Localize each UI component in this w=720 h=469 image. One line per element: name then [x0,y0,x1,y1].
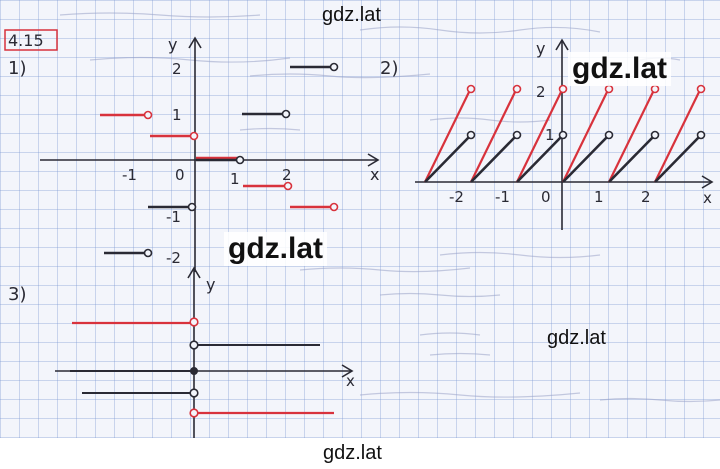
graph-2-red-hole-a [466,84,476,94]
graph-1-x-label: x [370,165,379,184]
graph-2-black-hole-e [650,130,660,140]
graph-1-black-hole-c [235,155,245,165]
graph-3-y-arrow [187,266,201,279]
graph-2-black-line-b [470,135,517,183]
graph-2-black-line-a [424,135,471,183]
graph-3-x-label: x [346,372,355,390]
graph-2-black-line-d [562,135,609,183]
graph-2-tick-x-neg1: -1 [495,188,510,206]
handwritten-graphs: 4.15 1) x y 0 -1 1 2 2 1 -1 -2 [4,29,714,438]
graph-2-tick-x-2: 2 [641,188,651,206]
graph-2-black-hole-d [604,130,614,140]
graph-3-red-hole-b [189,408,199,418]
graph-2-black-hole-f [696,130,706,140]
graph-1-tick-y-2: 2 [172,60,182,78]
graph-2-black-line-c [516,135,563,183]
graph-2-black-hole-c [558,130,568,140]
graph-1-red-hole-d [283,181,293,191]
graph-1-tick-x-2: 2 [282,166,292,184]
graph-1-tick-y-neg2: -2 [166,249,181,267]
graph-3-black-dot [190,367,198,375]
watermark-right: gdz.lat [547,327,606,349]
graph-3-x-arrow [341,364,354,378]
watermark-graph-2: gdz.lat [568,52,671,86]
graph-1-red-hole-e [329,202,339,212]
graph-2-origin: 0 [541,188,551,206]
graph-1-tick-y-neg1: -1 [166,208,181,226]
graph-2-black-line-e [608,135,655,183]
graph-2-red-hole-b [512,84,522,94]
task-number: 4.15 [8,31,44,50]
watermark-center: gdz.lat [224,232,327,266]
graph-2-y-label: y [536,39,545,58]
graph-1-y-label: y [168,35,177,54]
graph-3-red-hole-a [189,317,199,327]
graph-1-x-arrow [367,153,380,167]
graph-2-red-hole-d [604,84,614,94]
graph-2-red-hole-e [650,84,660,94]
graph-2-black-hole-a [466,130,476,140]
watermark-top: gdz.lat [322,4,381,26]
graph-1: 1) x y 0 -1 1 2 2 1 -1 -2 [8,35,380,272]
graph-1-tick-x-neg1: -1 [122,166,137,184]
graph-2-red-line-e [608,89,655,183]
graph-1-label: 1) [8,58,26,79]
graph-2-tick-y-2: 2 [536,83,546,101]
graph-2-red-hole-c [558,84,568,94]
graph-2-tick-x-neg2: -2 [449,188,464,206]
graph-2-tick-y-1: 1 [545,126,555,144]
graph-2-x-arrow [701,175,714,189]
graph-1-black-hole-a [329,62,339,72]
graph-1-black-hole-e [143,248,153,258]
graph-1-red-hole-b [189,131,199,141]
graph-2-tick-x-1: 1 [594,188,604,206]
graph-1-red-hole-a [143,110,153,120]
graph-3-black-hole-a [189,340,199,350]
graph-3-y-label: y [206,275,215,294]
graph-1-black-hole-b [281,109,291,119]
watermark-bottom: gdz.lat [323,442,382,464]
graph-2: 2) x y 0 -2 -1 1 2 2 1 [380,38,714,230]
graph-3-black-hole-c [189,388,199,398]
graph-2-red-hole-f [696,84,706,94]
graph-1-black-hole-d [187,202,197,212]
graph-1-tick-x-1: 1 [230,170,240,188]
graph-1-y-arrow [188,36,202,49]
graph-2-black-line-f [654,135,701,183]
graph-2-red-line-b [470,89,517,183]
graph-3-label: 3) [8,284,26,305]
graph-2-x-label: x [703,189,712,207]
graph-2-red-line-f [654,89,701,183]
graph-1-tick-y-1: 1 [172,106,182,124]
graph-3: 3) x y [8,266,355,438]
graph-1-origin: 0 [175,166,185,184]
graph-2-red-line-a [424,89,471,183]
graph-2-black-hole-b [512,130,522,140]
task-number-box: 4.15 [4,29,58,51]
graph-2-red-line-d [562,89,609,183]
graph-2-red-line-c [516,89,563,183]
graph-2-label: 2) [380,58,398,79]
graph-2-y-arrow [555,38,569,51]
